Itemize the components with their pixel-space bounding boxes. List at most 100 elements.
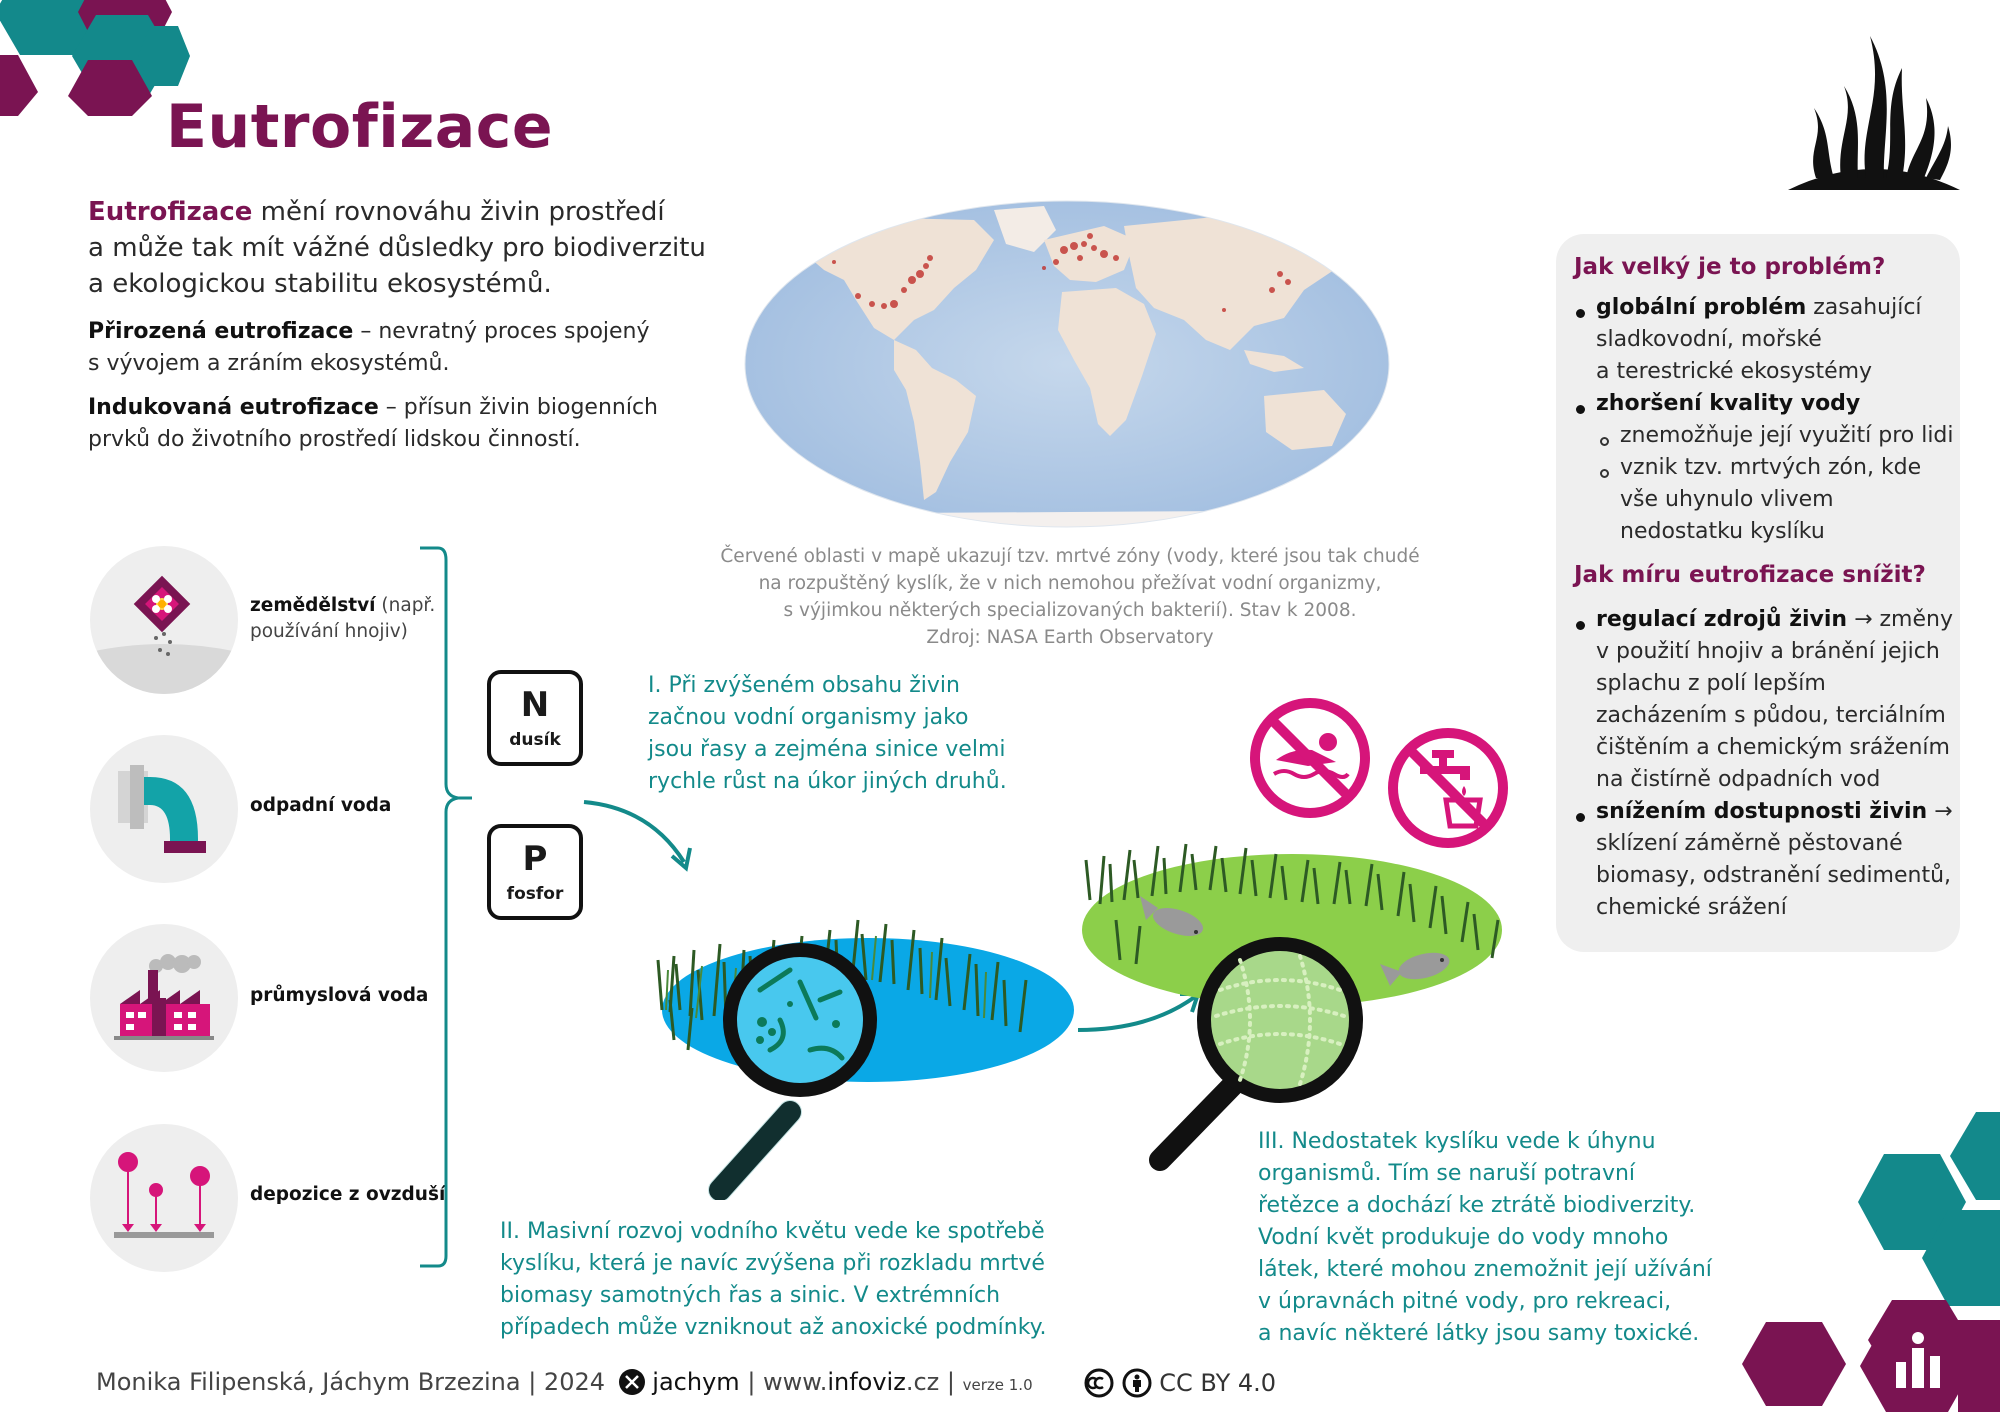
deposition-label: depozice z ovzduší [250, 1182, 445, 1208]
info-panel: Jak velký je to problém? globální problé… [1556, 234, 1960, 952]
factory-icon [114, 954, 214, 1040]
bold-text: zhoršení kvality vody [1596, 391, 1861, 416]
hexagon-pattern-top [0, 0, 190, 116]
bullet [1576, 813, 1585, 822]
induced-line-2: prvků do životního prostředí lidskou čin… [88, 427, 581, 452]
nitrogen-symbol: N [520, 685, 550, 725]
panel-bullet-availability: snížením dostupnosti živin → [1596, 796, 1953, 828]
panel-line: zacházením s půdou, terciálním [1596, 703, 1946, 728]
license: CC BY 4.0 [1084, 1368, 1276, 1398]
panel-line: sladkovodní, mořské [1596, 327, 1822, 352]
text: (např. [375, 595, 436, 616]
seaweed-icon [1788, 36, 1960, 190]
step-2-line: II. Masivní rozvoj vodního květu vede ke… [500, 1219, 1045, 1244]
text: → [1927, 799, 1953, 824]
induced-term: Indukovaná eutrofizace [88, 395, 379, 420]
intro-term: Eutrofizace [88, 197, 253, 227]
wastewater-source [90, 735, 238, 883]
industrial-source [90, 924, 238, 1072]
natural-line-1: – nevratný proces spojený [353, 319, 650, 344]
agriculture-label: zemědělství (např. používání hnojiv) [250, 593, 435, 645]
step-2-line: kyslíku, která je navíc zvýšena při rozk… [500, 1251, 1045, 1276]
agriculture-source [90, 546, 238, 694]
panel-bullet-regulation: regulací zdrojů živin → změny [1596, 604, 1953, 636]
phosphorus-symbol: P [522, 839, 548, 879]
fish-icon [1140, 896, 1204, 936]
panel-subline: nedostatku kyslíku [1620, 519, 1825, 544]
map-caption-line: na rozpuštěný kyslík, že v nich nemohou … [758, 573, 1382, 594]
step-1-text: I. Při zvýšeném obsahu živin začnou vodn… [648, 670, 1007, 798]
footer-site-suffix: .cz | [905, 1368, 955, 1396]
natural-definition: Přirozená eutrofizace – nevratný proces … [88, 316, 688, 380]
text: zasahující [1806, 295, 1922, 320]
panel-line: čištěním a chemickým srážením [1596, 735, 1950, 760]
infoviz-logo [1896, 1332, 1940, 1388]
industrial-label: průmyslová voda [250, 983, 428, 1009]
page-title: Eutrofizace [166, 92, 554, 162]
panel-line: v použití hnojiv a bránění jejich [1596, 639, 1940, 664]
deposition-icon [114, 1152, 214, 1238]
nitrogen-box: N dusík [487, 670, 583, 766]
world-map [744, 200, 1390, 528]
step-1-line: jsou řasy a zejména sinice velmi [648, 737, 1006, 762]
panel-line: chemické srážení [1596, 895, 1787, 920]
step-2-text: II. Masivní rozvoj vodního květu vede ke… [500, 1216, 1047, 1344]
map-caption: Červené oblasti v mapě ukazují tzv. mrtv… [700, 543, 1440, 651]
sub-bullet [1600, 437, 1609, 446]
bold-text: snížením dostupnosti živin [1596, 799, 1928, 824]
fish-icon [1380, 952, 1450, 986]
bold-text: depozice z ovzduší [250, 1184, 446, 1205]
step-3-line: řetězce a dochází ke ztrátě biodiverzity… [1258, 1193, 1696, 1218]
step-3-line: v úpravnách pitné vody, pro rekreaci, [1258, 1289, 1672, 1314]
attribution-icon [1122, 1368, 1152, 1398]
panel-line: na čistírně odpadních vod [1596, 767, 1881, 792]
footer: Monika Filipenská, Jáchym Brzezina | 202… [96, 1368, 1033, 1396]
intro-paragraph: Eutrofizace mění rovnováhu živin prostře… [88, 194, 708, 302]
step-3-line: III. Nedostatek kyslíku vede k úhynu [1258, 1129, 1656, 1154]
bold-text: regulací zdrojů živin [1596, 607, 1848, 632]
footer-handle[interactable]: jachym [652, 1368, 740, 1396]
step-1-line: I. Při zvýšeném obsahu živin [648, 673, 960, 698]
induced-definition: Indukovaná eutrofizace – přísun živin bi… [88, 392, 688, 456]
step-3-text: III. Nedostatek kyslíku vede k úhynu org… [1258, 1126, 1712, 1350]
footer-version: verze 1.0 [962, 1376, 1033, 1394]
panel-line: biomasy, odstranění sedimentů, [1596, 863, 1952, 888]
panel-line: sklízení záměrně pěstované [1596, 831, 1903, 856]
step-3-line: a navíc některé látky jsou samy toxické. [1258, 1321, 1700, 1346]
intro-line-3: a ekologickou stabilitu ekosystémů. [88, 269, 552, 299]
step-3-line: Vodní květ produkuje do vody mnoho [1258, 1225, 1669, 1250]
step-3-line: organismů. Tím se naruší potravní [1258, 1161, 1636, 1186]
map-caption-line: Červené oblasti v mapě ukazují tzv. mrtv… [720, 546, 1420, 567]
sub-bullet [1600, 469, 1609, 478]
bold-text: průmyslová voda [250, 985, 429, 1006]
step-1-line: začnou vodní organismy jako [648, 705, 969, 730]
deposition-source [90, 1124, 238, 1272]
step-2-line: biomasy samotných řas a sinic. V extrémn… [500, 1283, 1001, 1308]
phosphorus-name: fosfor [506, 884, 564, 904]
panel-line: splachu z polí lepším [1596, 671, 1826, 696]
map-caption-source: Zdroj: NASA Earth Observatory [926, 627, 1214, 648]
map-caption-line: s výjimkou některých specializovaných ba… [783, 600, 1357, 621]
step-2-line: případech může vzniknout až anoxické pod… [500, 1315, 1047, 1340]
panel-heading-problem: Jak velký je to problém? [1574, 254, 1886, 280]
intro-line-2: a může tak mít vážné důsledky pro biodiv… [88, 233, 706, 263]
hexagon-pattern-bottom [1742, 1112, 2000, 1412]
panel-bullet-quality: zhoršení kvality vody [1596, 388, 1860, 420]
bold-text: zemědělství [250, 595, 376, 616]
induced-line-1: – přísun živin biogenních [378, 395, 659, 420]
footer-site[interactable]: infoviz [827, 1368, 906, 1396]
blue-lake-illustration [656, 919, 1074, 1200]
intro-line-1: mění rovnováhu živin prostředí [252, 197, 665, 227]
nitrogen-name: dusík [509, 730, 561, 750]
natural-line-2: s vývojem a zráním ekosystémů. [88, 351, 450, 376]
step-3-line: látek, které mohou znemožnit její užíván… [1258, 1257, 1712, 1282]
text: → změny [1847, 607, 1953, 632]
cc-icon [1084, 1368, 1114, 1398]
panel-subline: znemožňuje její využití pro lidi [1620, 423, 1954, 448]
panel-heading-reduce: Jak míru eutrofizace snížit? [1574, 562, 1926, 588]
panel-line: a terestrické ekosystémy [1596, 359, 1873, 384]
wastewater-label: odpadní voda [250, 793, 391, 819]
green-lake-illustration [1082, 843, 1502, 1171]
pipe-icon [118, 765, 206, 853]
text: používání hnojiv) [250, 621, 408, 642]
